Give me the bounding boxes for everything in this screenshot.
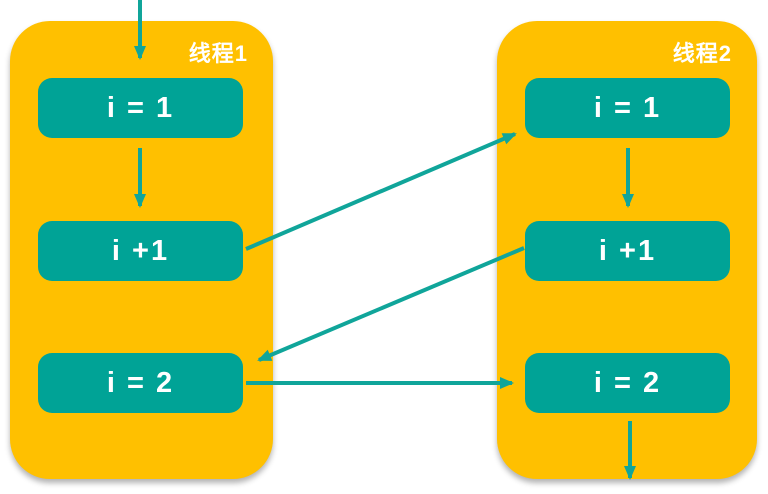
- thread2-node-i-equals-1: i = 1: [525, 78, 730, 138]
- thread2-to-thread1-write-arrow: [257, 246, 525, 362]
- thread2-node-i-plus-1: i +1: [525, 221, 730, 281]
- thread1-title: 线程1: [188, 41, 248, 66]
- thread2-title: 线程2: [672, 41, 732, 66]
- thread1-container: 线程1 i = 1 i +1 i = 2: [10, 21, 273, 479]
- thread1-node-i-equals-2: i = 2: [38, 353, 243, 413]
- thread2-node-i-equals-2: i = 2: [525, 353, 730, 413]
- thread1-to-thread2-read-arrow: [245, 132, 517, 251]
- thread2-container: 线程2 i = 1 i +1 i = 2: [497, 21, 757, 479]
- thread1-node-i-equals-1: i = 1: [38, 78, 243, 138]
- thread1-node-i-plus-1: i +1: [38, 221, 243, 281]
